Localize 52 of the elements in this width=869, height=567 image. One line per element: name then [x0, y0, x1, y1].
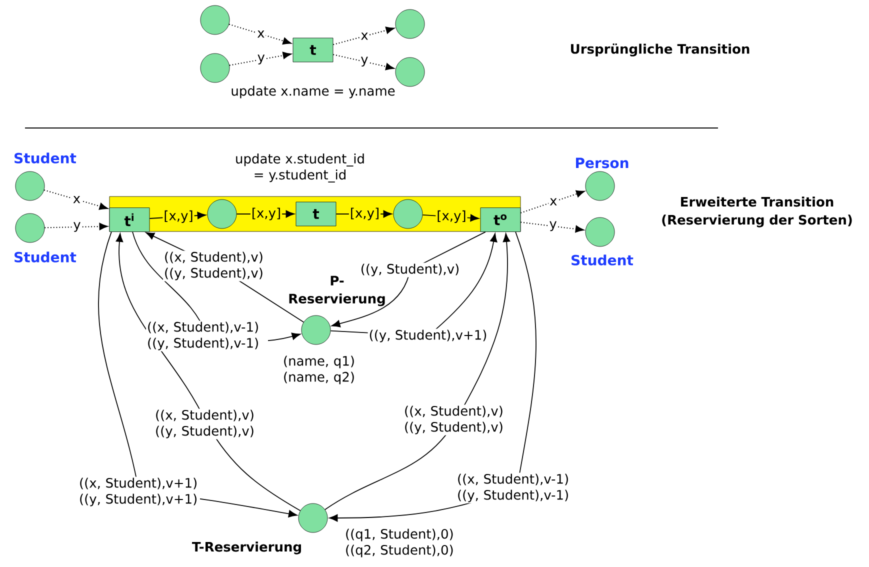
sort-label: Student — [572, 254, 634, 266]
sort-label: Student — [14, 152, 76, 164]
marking-label: ((q1, Student),0) ((q2, Student),0) — [346, 528, 453, 558]
arrow — [44, 222, 108, 230]
heading: Erweiterte Transition (Reservierung der Sorten) — [662, 196, 852, 228]
edge-label: ((x, Student),v) ((y, Student),v) — [403, 404, 509, 436]
arrow — [324, 233, 510, 510]
place-circle — [395, 57, 425, 87]
place-heading: P-Reservierung — [289, 276, 385, 306]
marking-label: (name, q1) (name, q2) — [284, 356, 354, 384]
arrow — [44, 190, 108, 210]
edge-label: [x,y] — [436, 209, 468, 224]
edge-label: ((x, Student),v-1) ((y, Student),v-1) — [146, 320, 268, 352]
edge-label: [x,y] — [162, 209, 194, 224]
heading: Ursprüngliche Transition — [571, 44, 750, 56]
transition-box: t — [292, 38, 334, 62]
place-circle — [207, 199, 237, 229]
arrow — [520, 190, 585, 214]
edge-label: x — [256, 30, 266, 39]
transition-box: t — [296, 202, 336, 226]
arrow — [229, 52, 292, 66]
place-circle — [393, 199, 423, 229]
arrow — [333, 26, 394, 46]
place-circle — [200, 53, 230, 83]
place-circle — [200, 5, 230, 35]
edge-label: ((x, Student),v-1) ((y, Student),v-1) — [456, 472, 578, 504]
edge-label: y — [72, 221, 82, 233]
arrow — [520, 222, 584, 233]
edge-label: y — [548, 220, 558, 232]
arrow — [331, 232, 486, 328]
edge-label: x — [360, 32, 370, 41]
place-circle — [395, 9, 425, 39]
edge-label: ((x, Student),v) ((y, Student),v) — [163, 250, 269, 282]
sort-label: Person — [576, 158, 628, 168]
note-text: update x.student_id = y.student_id — [236, 154, 364, 182]
edge-label: ((y, Student),v) — [359, 262, 461, 278]
sort-label: Student — [14, 252, 76, 262]
edge-label: ((x, Student),v+1) ((y, Student),v+1) — [78, 476, 200, 508]
note-text: update x.name = y.name — [232, 86, 395, 98]
edge-label: x — [72, 195, 82, 204]
edge-label: ((x, Student),v) ((y, Student),v) — [154, 408, 260, 440]
edge-label: y — [256, 54, 266, 66]
edge-label: x — [548, 197, 558, 206]
arrow — [333, 54, 394, 70]
place-heading: T-Reservierung — [192, 542, 301, 554]
transition-box: t$^{o}$ — [480, 208, 521, 232]
edge-label: [x,y] — [250, 206, 282, 222]
edge-label: y — [360, 56, 370, 68]
edge-label: [x,y] — [348, 206, 381, 222]
edge-label: ((y, Student),v+1) — [368, 328, 488, 344]
transition-box: t$^{i}$ — [109, 208, 150, 232]
arrow — [228, 24, 292, 44]
